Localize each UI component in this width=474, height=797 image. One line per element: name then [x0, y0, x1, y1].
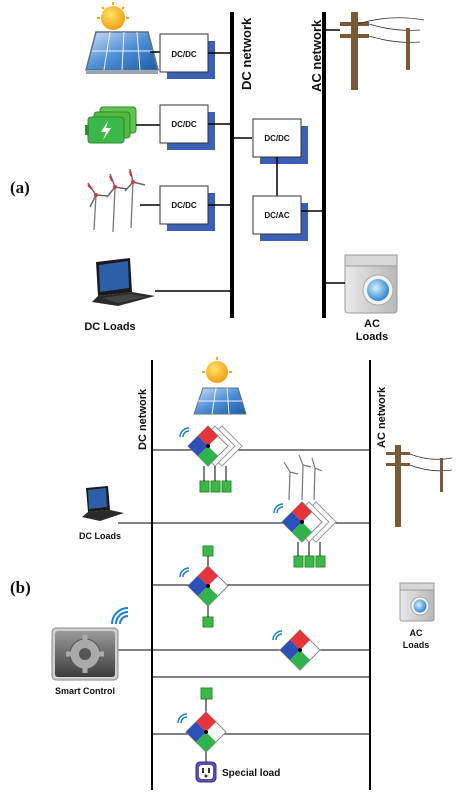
washing-machine-icon-b [399, 582, 435, 622]
power-module-4 [279, 629, 321, 671]
smart-control-icon [51, 627, 119, 681]
sun-icon-b [202, 357, 232, 383]
dc-network-label-b: DC network [137, 388, 149, 450]
part-a-label: (a) [10, 178, 30, 197]
power-module-stack-1 [187, 425, 243, 467]
sun-icon [97, 2, 129, 30]
utility-pole-icon [340, 12, 425, 90]
wind-turbine-icon [87, 168, 146, 233]
battery-small-icons [199, 466, 232, 493]
ac-loads-label-b-2: Loads [403, 640, 430, 650]
ac-loads-label-b-1: AC [410, 628, 423, 638]
power-module-stack-2 [281, 501, 337, 543]
converter-dcdc-4: DC/DC [252, 118, 308, 164]
ac-loads-label-a-2: Loads [356, 331, 388, 343]
dc-loads-label-b: DC Loads [79, 531, 121, 541]
smart-control-label: Smart Control [55, 686, 115, 696]
wind-turbine-icon-b [283, 454, 323, 501]
ac-network-label-b: AC network [376, 386, 388, 448]
converter-dcdc-2: DC/DC [159, 104, 215, 150]
ac-loads-label-a-1: AC [364, 318, 380, 330]
converter-dcdc-1: DC/DC [159, 33, 215, 79]
converter-dcac: DC/AC [252, 195, 308, 241]
part-b-label: (b) [10, 578, 31, 597]
outlet-icon [195, 761, 217, 783]
svg-text:DC/AC: DC/AC [264, 211, 290, 220]
power-module-3 [187, 565, 229, 607]
wifi-icon [179, 427, 190, 438]
dc-network-label-a: DC network [239, 17, 254, 90]
svg-text:DC/DC: DC/DC [171, 120, 197, 129]
ac-network-label-a: AC network [309, 19, 324, 92]
part-a: (a) DC network AC network DC/DC [10, 2, 425, 343]
wifi-icon-smart-control [111, 607, 129, 625]
svg-text:DC/DC: DC/DC [264, 134, 290, 143]
dc-loads-label-a: DC Loads [84, 321, 135, 333]
converter-dcdc-3: DC/DC [159, 185, 215, 231]
svg-text:DC/DC: DC/DC [171, 201, 197, 210]
solar-panel-icon [85, 31, 159, 74]
power-module-5 [185, 711, 227, 753]
part-b: (b) DC network AC network [10, 357, 453, 790]
special-load-label: Special load [222, 768, 280, 779]
battery-icon [85, 106, 137, 144]
laptop-icon-b [82, 486, 124, 521]
laptop-icon [92, 258, 155, 306]
utility-pole-icon-b [386, 445, 453, 527]
solar-panel-icon-b [193, 387, 247, 415]
washing-machine-icon [344, 254, 398, 314]
svg-text:DC/DC: DC/DC [171, 50, 197, 59]
